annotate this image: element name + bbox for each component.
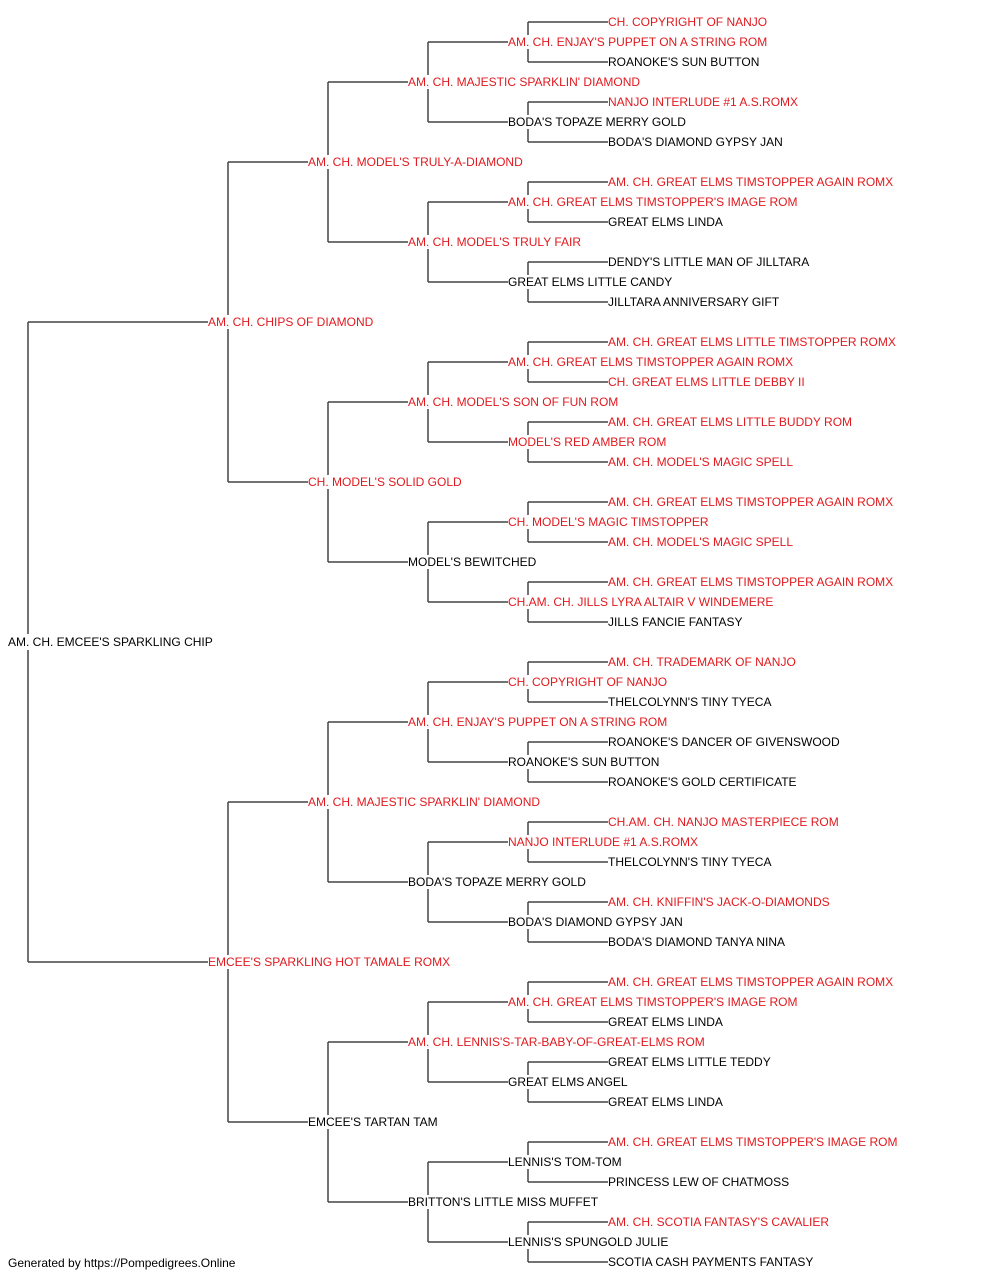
- ggg-grandparent-name: AM. CH. GREAT ELMS TIMSTOPPER AGAIN ROMX: [608, 175, 893, 189]
- ggg-grandparent-name: AM. CH. MODEL'S MAGIC SPELL: [608, 455, 793, 469]
- ggg-grandparent-name: ROANOKE'S SUN BUTTON: [608, 55, 759, 69]
- gg-grandparent-name: MODEL'S RED AMBER ROM: [508, 435, 666, 449]
- subject-name: AM. CH. EMCEE'S SPARKLING CHIP: [8, 635, 213, 649]
- ggg-grandparent-name: NANJO INTERLUDE #1 A.S.ROMX: [608, 95, 798, 109]
- ggg-grandparent-name: PRINCESS LEW OF CHATMOSS: [608, 1175, 789, 1189]
- gg-grandparent-name: AM. CH. GREAT ELMS TIMSTOPPER AGAIN ROMX: [508, 355, 793, 369]
- ggg-grandparent-name: AM. CH. TRADEMARK OF NANJO: [608, 655, 796, 669]
- grandparent-name: AM. CH. MAJESTIC SPARKLIN' DIAMOND: [308, 795, 540, 809]
- great-grandparent-name: AM. CH. LENNIS'S-TAR-BABY-OF-GREAT-ELMS …: [408, 1035, 705, 1049]
- ggg-grandparent-name: AM. CH. KNIFFIN'S JACK-O-DIAMONDS: [608, 895, 830, 909]
- grandparent-name: EMCEE'S TARTAN TAM: [308, 1115, 438, 1129]
- gg-grandparent-name: NANJO INTERLUDE #1 A.S.ROMX: [508, 835, 698, 849]
- ggg-grandparent-name: THELCOLYNN'S TINY TYECA: [608, 855, 771, 869]
- ggg-grandparent-name: GREAT ELMS LINDA: [608, 1095, 723, 1109]
- ggg-grandparent-name: CH. COPYRIGHT OF NANJO: [608, 15, 767, 29]
- gg-grandparent-name: AM. CH. GREAT ELMS TIMSTOPPER'S IMAGE RO…: [508, 995, 797, 1009]
- ggg-grandparent-name: JILLS FANCIE FANTASY: [608, 615, 742, 629]
- gg-grandparent-name: CH.AM. CH. JILLS LYRA ALTAIR V WINDEMERE: [508, 595, 773, 609]
- gg-grandparent-name: GREAT ELMS ANGEL: [508, 1075, 628, 1089]
- ggg-grandparent-name: AM. CH. GREAT ELMS TIMSTOPPER AGAIN ROMX: [608, 975, 893, 989]
- gg-grandparent-name: CH. COPYRIGHT OF NANJO: [508, 675, 667, 689]
- ggg-grandparent-name: AM. CH. GREAT ELMS LITTLE TIMSTOPPER ROM…: [608, 335, 896, 349]
- gg-grandparent-name: BODA'S DIAMOND GYPSY JAN: [508, 915, 683, 929]
- great-grandparent-name: AM. CH. ENJAY'S PUPPET ON A STRING ROM: [408, 715, 667, 729]
- ggg-grandparent-name: ROANOKE'S DANCER OF GIVENSWOOD: [608, 735, 840, 749]
- ggg-grandparent-name: ROANOKE'S GOLD CERTIFICATE: [608, 775, 797, 789]
- ggg-grandparent-name: AM. CH. GREAT ELMS TIMSTOPPER AGAIN ROMX: [608, 495, 893, 509]
- ggg-grandparent-name: JILLTARA ANNIVERSARY GIFT: [608, 295, 780, 309]
- great-grandparent-name: AM. CH. MODEL'S SON OF FUN ROM: [408, 395, 618, 409]
- great-grandparent-name: BODA'S TOPAZE MERRY GOLD: [408, 875, 586, 889]
- grandparent-name: CH. MODEL'S SOLID GOLD: [308, 475, 462, 489]
- ggg-grandparent-name: AM. CH. GREAT ELMS LITTLE BUDDY ROM: [608, 415, 852, 429]
- gg-grandparent-name: AM. CH. ENJAY'S PUPPET ON A STRING ROM: [508, 35, 767, 49]
- parent-name: EMCEE'S SPARKLING HOT TAMALE ROMX: [208, 955, 450, 969]
- gg-grandparent-name: LENNIS'S TOM-TOM: [508, 1155, 622, 1169]
- gg-grandparent-name: CH. MODEL'S MAGIC TIMSTOPPER: [508, 515, 709, 529]
- great-grandparent-name: AM. CH. MAJESTIC SPARKLIN' DIAMOND: [408, 75, 640, 89]
- ggg-grandparent-name: GREAT ELMS LITTLE TEDDY: [608, 1055, 771, 1069]
- ggg-grandparent-name: AM. CH. GREAT ELMS TIMSTOPPER'S IMAGE RO…: [608, 1135, 897, 1149]
- great-grandparent-name: BRITTON'S LITTLE MISS MUFFET: [408, 1195, 599, 1209]
- ggg-grandparent-name: BODA'S DIAMOND GYPSY JAN: [608, 135, 783, 149]
- ggg-grandparent-name: AM. CH. SCOTIA FANTASY'S CAVALIER: [608, 1215, 829, 1229]
- ggg-grandparent-name: BODA'S DIAMOND TANYA NINA: [608, 935, 785, 949]
- ggg-grandparent-name: CH.AM. CH. NANJO MASTERPIECE ROM: [608, 815, 839, 829]
- footer-credit: Generated by https://Pompedigrees.Online: [8, 1256, 236, 1270]
- ggg-grandparent-name: AM. CH. MODEL'S MAGIC SPELL: [608, 535, 793, 549]
- ggg-grandparent-name: AM. CH. GREAT ELMS TIMSTOPPER AGAIN ROMX: [608, 575, 893, 589]
- ggg-grandparent-name: GREAT ELMS LINDA: [608, 215, 723, 229]
- ggg-grandparent-name: CH. GREAT ELMS LITTLE DEBBY II: [608, 375, 805, 389]
- gg-grandparent-name: GREAT ELMS LITTLE CANDY: [508, 275, 672, 289]
- grandparent-name: AM. CH. MODEL'S TRULY-A-DIAMOND: [308, 155, 523, 169]
- gg-grandparent-name: AM. CH. GREAT ELMS TIMSTOPPER'S IMAGE RO…: [508, 195, 797, 209]
- gg-grandparent-name: LENNIS'S SPUNGOLD JULIE: [508, 1235, 668, 1249]
- great-grandparent-name: MODEL'S BEWITCHED: [408, 555, 537, 569]
- gg-grandparent-name: BODA'S TOPAZE MERRY GOLD: [508, 115, 686, 129]
- ggg-grandparent-name: THELCOLYNN'S TINY TYECA: [608, 695, 771, 709]
- parent-name: AM. CH. CHIPS OF DIAMOND: [208, 315, 374, 329]
- ggg-grandparent-name: SCOTIA CASH PAYMENTS FANTASY: [608, 1255, 813, 1269]
- ggg-grandparent-name: DENDY'S LITTLE MAN OF JILLTARA: [608, 255, 809, 269]
- gg-grandparent-name: ROANOKE'S SUN BUTTON: [508, 755, 659, 769]
- ggg-grandparent-name: GREAT ELMS LINDA: [608, 1015, 723, 1029]
- great-grandparent-name: AM. CH. MODEL'S TRULY FAIR: [408, 235, 581, 249]
